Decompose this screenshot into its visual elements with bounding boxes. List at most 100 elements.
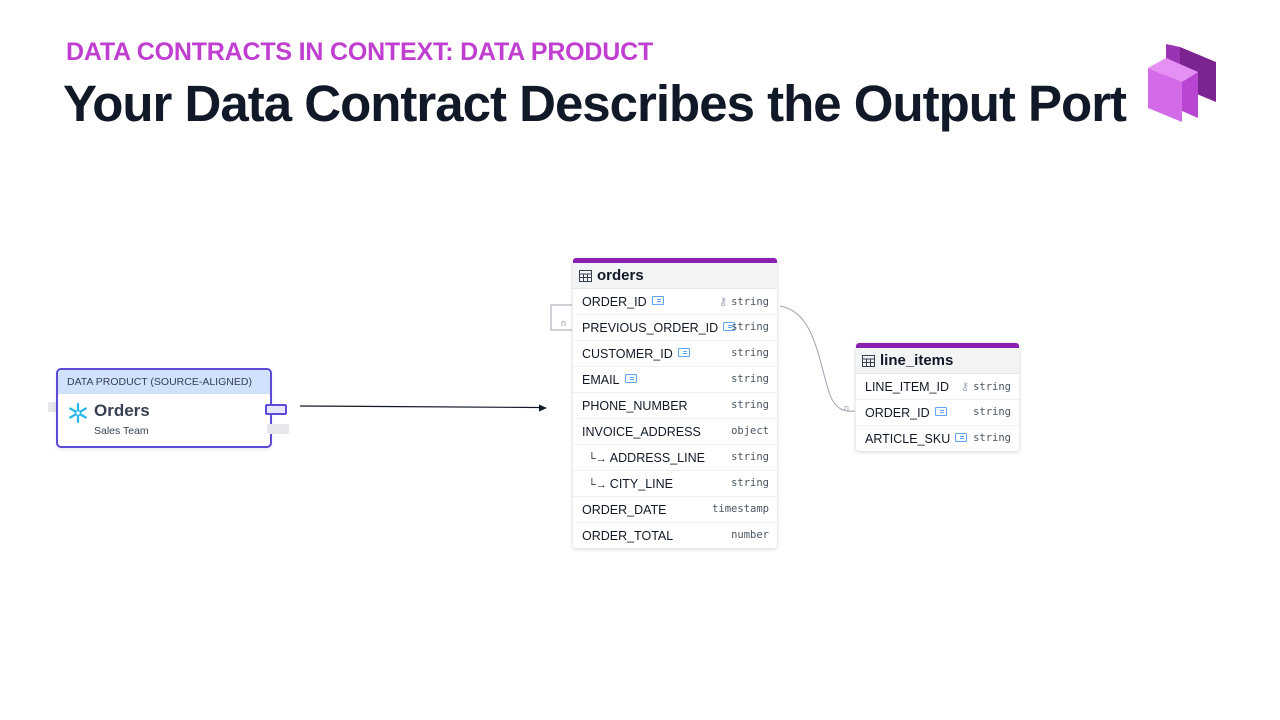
field-type-text: string xyxy=(973,432,1011,444)
field-name-text: ADDRESS_LINE xyxy=(609,451,705,465)
data-product-card[interactable]: DATA PRODUCT (SOURCE-ALIGNED) Orders Sal… xyxy=(56,368,272,448)
field-type: string xyxy=(731,399,769,411)
field-name: ORDER_TOTAL xyxy=(582,529,673,543)
field-type: ⚷string xyxy=(719,295,769,308)
field-row[interactable]: EMAIL string xyxy=(573,367,777,393)
self-relation-line xyxy=(550,304,572,331)
field-name: └→CITY_LINE xyxy=(588,477,673,491)
output-port-connector xyxy=(299,405,541,409)
field-row[interactable]: PREVIOUS_ORDER_ID string xyxy=(573,315,777,341)
orders-line-items-relation xyxy=(779,305,856,412)
field-row[interactable]: INVOICE_ADDRESS object xyxy=(573,419,777,445)
field-name: PREVIOUS_ORDER_ID xyxy=(582,321,736,335)
field-name-text: ORDER_DATE xyxy=(582,503,667,517)
field-name: └→ADDRESS_LINE xyxy=(588,451,705,465)
field-name-text: CUSTOMER_ID xyxy=(582,347,673,361)
pii-classification-icon xyxy=(955,433,968,442)
field-name: INVOICE_ADDRESS xyxy=(582,425,701,439)
field-name-text: EMAIL xyxy=(582,373,620,387)
field-type-text: object xyxy=(731,425,769,437)
field-type-text: string xyxy=(973,406,1011,418)
field-type-text: string xyxy=(731,347,769,359)
field-name-text: LINE_ITEM_ID xyxy=(865,380,950,394)
line-items-table-name: line_items xyxy=(880,352,954,369)
field-name: PHONE_NUMBER xyxy=(582,399,688,413)
pii-classification-icon xyxy=(723,322,736,331)
field-name-text: INVOICE_ADDRESS xyxy=(582,425,701,439)
data-product-name: Orders xyxy=(94,401,150,420)
pii-classification-icon xyxy=(934,407,947,416)
orders-table-header: orders xyxy=(573,263,777,289)
field-name-text: ORDER_ID xyxy=(865,406,930,420)
field-name-text: ORDER_TOTAL xyxy=(582,529,674,543)
field-type-text: string xyxy=(731,451,769,463)
field-name-text: PREVIOUS_ORDER_ID xyxy=(582,321,719,335)
self-relation-label: n xyxy=(561,318,567,328)
field-type-text: number xyxy=(731,529,769,541)
field-type: string xyxy=(731,321,769,333)
field-row[interactable]: └→ADDRESS_LINE string xyxy=(573,445,777,471)
field-type: ⚷string xyxy=(961,380,1011,393)
table-icon xyxy=(579,270,592,282)
connector-arrowhead-icon xyxy=(539,404,547,412)
snowflake-icon xyxy=(69,402,87,424)
field-row[interactable]: LINE_ITEM_ID ⚷string xyxy=(856,374,1019,400)
field-name: LINE_ITEM_ID xyxy=(865,380,949,394)
field-type-text: string xyxy=(731,373,769,385)
pii-classification-icon xyxy=(624,374,637,383)
secondary-port[interactable] xyxy=(267,424,289,434)
field-type: string xyxy=(973,432,1011,444)
input-port-stub[interactable] xyxy=(48,402,58,412)
field-name: ARTICLE_SKU xyxy=(865,432,968,446)
field-name: ORDER_ID xyxy=(582,295,664,309)
field-type-text: string xyxy=(731,399,769,411)
primary-key-icon: ⚷ xyxy=(961,380,970,393)
section-eyebrow: DATA CONTRACTS IN CONTEXT: DATA PRODUCT xyxy=(66,38,654,66)
output-port[interactable] xyxy=(265,404,287,415)
field-name: ORDER_DATE xyxy=(582,503,667,517)
field-type-text: string xyxy=(731,296,769,308)
field-row[interactable]: ORDER_DATE timestamp xyxy=(573,497,777,523)
field-type-text: timestamp xyxy=(712,503,769,515)
orders-table-name: orders xyxy=(597,267,644,284)
nested-field-arrow-icon: └→ xyxy=(588,479,607,491)
field-type-text: string xyxy=(731,321,769,333)
field-type: string xyxy=(731,451,769,463)
field-name-text: CITY_LINE xyxy=(609,477,674,491)
field-row[interactable]: PHONE_NUMBER string xyxy=(573,393,777,419)
field-type: object xyxy=(731,425,769,437)
field-type-text: string xyxy=(731,477,769,489)
field-name-text: ARTICLE_SKU xyxy=(865,432,951,446)
field-row[interactable]: ARTICLE_SKU string xyxy=(856,426,1019,451)
field-type: timestamp xyxy=(712,503,769,515)
slide-title: Your Data Contract Describes the Output … xyxy=(63,75,1127,132)
field-row[interactable]: CUSTOMER_ID string xyxy=(573,341,777,367)
nested-field-arrow-icon: └→ xyxy=(588,453,607,465)
field-row[interactable]: ORDER_TOTAL number xyxy=(573,523,777,548)
field-row[interactable]: ORDER_ID ⚷string xyxy=(573,289,777,315)
pii-classification-icon xyxy=(677,348,690,357)
field-name-text: PHONE_NUMBER xyxy=(582,399,688,413)
field-name: EMAIL xyxy=(582,373,637,387)
pii-classification-icon xyxy=(651,296,664,305)
field-row[interactable]: ORDER_ID string xyxy=(856,400,1019,426)
field-type: string xyxy=(731,347,769,359)
field-type: string xyxy=(731,477,769,489)
field-type: string xyxy=(731,373,769,385)
line-items-relation-label: n xyxy=(844,403,850,413)
field-type: number xyxy=(731,529,769,541)
field-type-text: string xyxy=(973,381,1011,393)
field-row[interactable]: └→CITY_LINE string xyxy=(573,471,777,497)
field-name: ORDER_ID xyxy=(865,406,947,420)
field-type: string xyxy=(973,406,1011,418)
primary-key-icon: ⚷ xyxy=(719,295,728,308)
data-product-type-label: DATA PRODUCT (SOURCE-ALIGNED) xyxy=(58,370,270,394)
field-name-text: ORDER_ID xyxy=(582,295,647,309)
data-product-team: Sales Team xyxy=(94,425,149,437)
table-icon xyxy=(862,355,875,367)
